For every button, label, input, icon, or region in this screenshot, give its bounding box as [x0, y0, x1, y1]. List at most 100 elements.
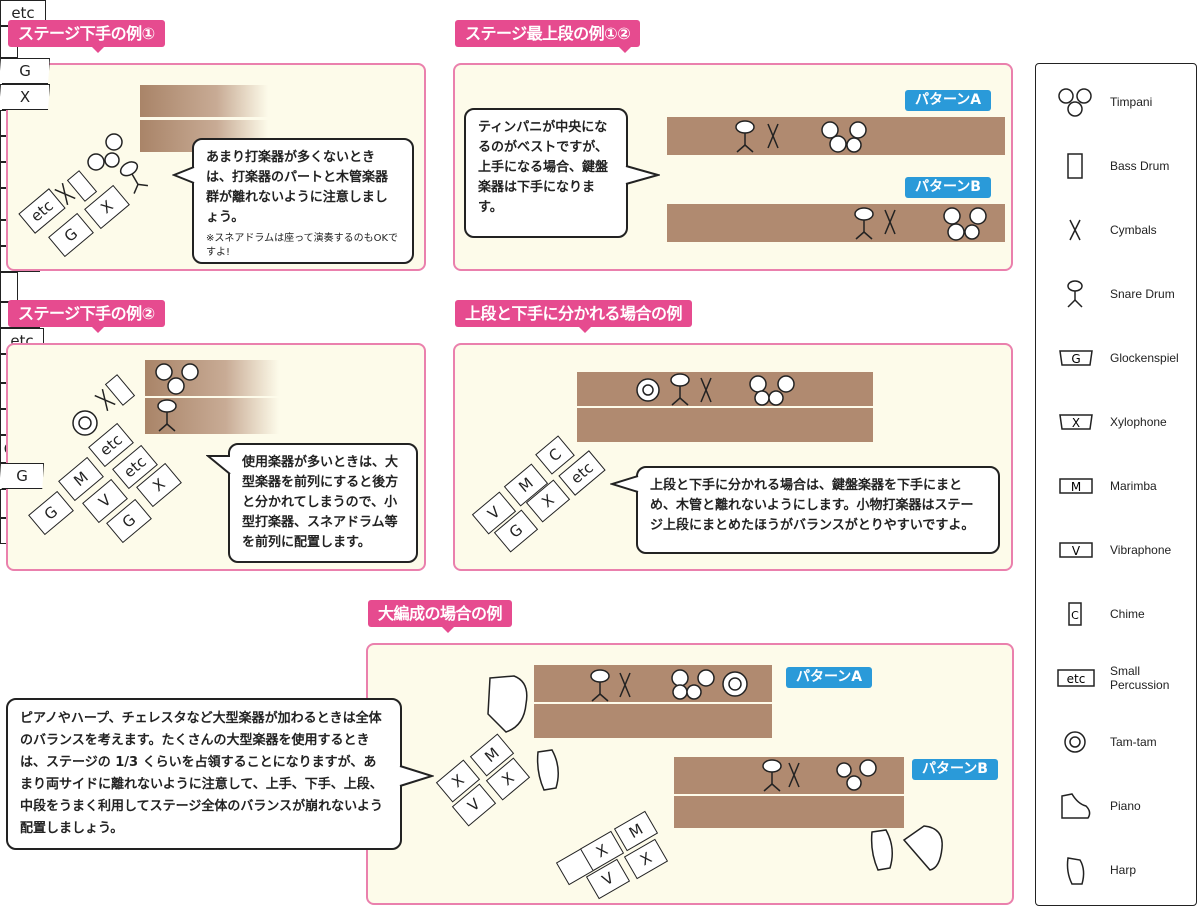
panel-title-top-row: ステージ最上段の例①② [455, 20, 641, 53]
panel-title-split: 上段と下手に分かれる場合の例 [455, 300, 693, 333]
snare-drum-icon [854, 207, 874, 240]
panel-title-large: 大編成の場合の例 [368, 600, 513, 633]
bubble-tail [625, 165, 660, 185]
legend-label: Small Percussion [1110, 664, 1170, 692]
legend-label: Glockenspiel [1110, 351, 1179, 365]
riser-lower [577, 408, 873, 442]
bubble-tail [610, 475, 639, 493]
svg-text:X: X [1072, 416, 1080, 430]
legend-row: G Glockenspiel [1036, 338, 1196, 378]
timpani-group [943, 207, 987, 241]
legend-row: Bass Drum [1036, 146, 1196, 186]
legend-row: Harp [1036, 850, 1196, 890]
bass-drum-box [0, 272, 18, 302]
chime-icon: C [1068, 602, 1082, 626]
cymbals-icon [92, 386, 118, 413]
legend-row: Tam-tam [1036, 722, 1196, 762]
timpani-group [87, 133, 123, 171]
snare-drum-icon [590, 669, 610, 702]
legend-row: C Chime [1036, 594, 1196, 634]
cymbals-icon [619, 672, 631, 698]
svg-text:G: G [1071, 352, 1080, 366]
pattern-b-label: パターンB [912, 759, 998, 780]
legend-row: V Vibraphone [1036, 530, 1196, 570]
tam-tam-icon [722, 671, 748, 697]
harp-icon [536, 749, 559, 791]
tam-tam-icon [70, 408, 100, 438]
riser-upper [577, 372, 873, 406]
tam-tam-icon [636, 378, 660, 402]
pattern-b-label: パターンB [905, 177, 991, 198]
legend-row: Piano [1036, 786, 1196, 826]
snare-drum-icon [1067, 280, 1083, 308]
p2-text: ティンパニが中央になるのがベストですが、上手になる場合、鍵盤楽器は下手になります… [478, 120, 609, 215]
p2-speech-bubble: ティンパニが中央になるのがベストですが、上手になる場合、鍵盤楽器は下手になります… [464, 108, 628, 238]
p4-speech-bubble: 上段と下手に分かれる場合は、鍵盤楽器を下手にまとめ、木管と離れないようにします。… [636, 466, 1000, 554]
marimba-icon: M [1059, 478, 1093, 494]
legend-row: etc Small Percussion [1036, 658, 1196, 698]
glockenspiel-box: G [0, 463, 44, 489]
glockenspiel-box: G [0, 58, 50, 84]
legend-row: Cymbals [1036, 210, 1196, 250]
cymbals-icon [52, 180, 78, 207]
legend-label: Marimba [1110, 479, 1157, 493]
timpani-icon [1058, 88, 1092, 117]
timpani-group [836, 759, 877, 791]
tam-tam-icon [1064, 731, 1086, 753]
p3-text: 使用楽器が多いときは、大型楽器を前列にすると後方と分かれてしまうので、小型打楽器… [242, 455, 399, 550]
cymbals-icon [884, 209, 896, 235]
p5-text: ピアノやハープ、チェレスタなど大型楽器が加わるときは全体のバランスを考えます。た… [20, 711, 383, 836]
bass-drum-icon [1067, 153, 1083, 179]
p5-speech-bubble: ピアノやハープ、チェレスタなど大型楽器が加わるときは全体のバランスを考えます。た… [6, 698, 402, 850]
legend-row: Timpani [1036, 82, 1196, 122]
vibraphone-icon: V [1059, 542, 1093, 558]
legend: Timpani Bass Drum Cymbals Snare Drum G G… [1035, 63, 1197, 906]
panel-title-stage-left-2: ステージ下手の例② [8, 300, 165, 333]
p1-note: ※スネアドラムは座って演奏するのもOKですよ! [206, 233, 399, 258]
legend-label: Xylophone [1110, 415, 1167, 429]
cymbals-icon [767, 123, 779, 149]
legend-row: X Xylophone [1036, 402, 1196, 442]
riser-upper [140, 85, 268, 117]
snare-drum-icon [762, 759, 782, 792]
legend-label: Bass Drum [1110, 159, 1170, 173]
cymbals-icon [700, 377, 712, 403]
legend-label: Vibraphone [1110, 543, 1172, 557]
legend-label: Cymbals [1110, 223, 1157, 237]
p3-speech-bubble: 使用楽器が多いときは、大型楽器を前列にすると後方と分かれてしまうので、小型打楽器… [228, 443, 418, 563]
cymbals-icon [1069, 219, 1081, 241]
harp-icon [870, 829, 893, 871]
p1-speech-bubble: あまり打楽器が多くないときは、打楽器のパートと木管楽器群が離れないように注意しま… [192, 138, 414, 264]
snare-drum-icon [735, 120, 755, 153]
bubble-tail [206, 455, 231, 475]
cymbals-icon [788, 762, 800, 788]
legend-label: Tam-tam [1110, 735, 1157, 749]
bubble-tail [399, 765, 434, 787]
pattern-a-label: パターンA [905, 90, 992, 111]
svg-text:C: C [1071, 609, 1079, 622]
harp-icon [1066, 857, 1085, 885]
legend-row: Snare Drum [1036, 274, 1196, 314]
snare-drum-icon [157, 399, 177, 432]
piano-icon [1061, 793, 1091, 819]
legend-label: Piano [1110, 799, 1141, 813]
legend-label: Harp [1110, 863, 1137, 877]
legend-label: Snare Drum [1110, 287, 1175, 301]
p1-text: あまり打楽器が多くないときは、打楽器のパートと木管楽器群が離れないように注意しま… [206, 150, 389, 225]
pattern-a-label: パターンA [786, 667, 873, 688]
small-percussion-icon: etc [1057, 669, 1095, 687]
bubble-tail [172, 166, 195, 184]
riser-lower [534, 704, 772, 738]
xylophone-icon: X [1059, 414, 1093, 430]
timpani-group [155, 363, 199, 395]
svg-text:V: V [1072, 544, 1081, 558]
timpani-group [749, 375, 795, 406]
panel-title-stage-left-1: ステージ下手の例① [8, 20, 165, 53]
piano-icon [902, 825, 943, 871]
glockenspiel-icon: G [1059, 350, 1093, 366]
legend-label: Timpani [1110, 95, 1153, 109]
p4-text: 上段と下手に分かれる場合は、鍵盤楽器を下手にまとめ、木管と離れないようにします。… [650, 478, 975, 533]
xylophone-box: X [0, 84, 50, 110]
piano-icon [487, 675, 528, 733]
timpani-group [671, 669, 715, 700]
